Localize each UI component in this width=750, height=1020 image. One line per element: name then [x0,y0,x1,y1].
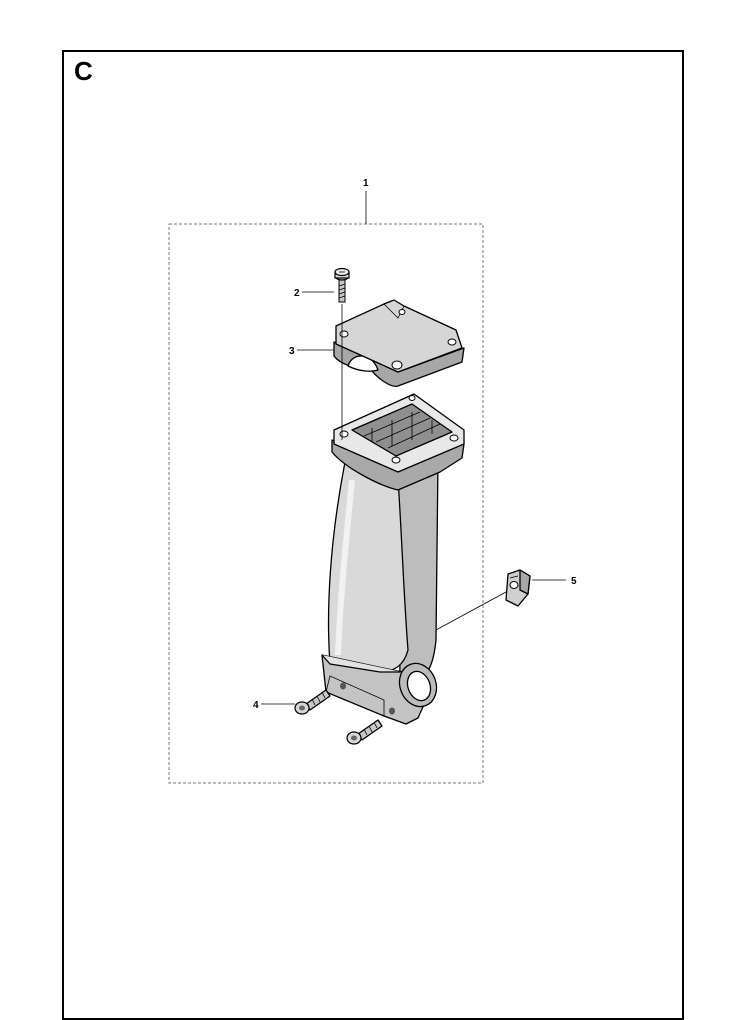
clip-nut-leader [435,591,507,631]
clamp-cap [333,299,465,387]
cap-screw [334,267,350,303]
clip-nut [505,569,531,607]
clamp-base [331,393,465,491]
base-screw-hole-1 [340,682,346,690]
callout-3: 3 [289,346,334,357]
callout-label-1: 1 [363,178,369,189]
callout-label-3: 3 [289,346,295,357]
base-screw-hole-2 [389,707,395,715]
callout-label-4: 4 [253,700,259,711]
lower-screw-lower [346,719,383,745]
callout-4: 4 [253,700,295,711]
callout-1: 1 [363,178,369,224]
callout-5: 5 [532,576,577,587]
kit-boundary [168,223,484,784]
callout-label-2: 2 [294,288,300,299]
callout-label-5: 5 [571,576,577,587]
handle-tube [321,459,439,725]
lower-screw-upper [294,689,331,715]
callout-2: 2 [294,288,334,299]
section-letter: C [74,56,93,86]
